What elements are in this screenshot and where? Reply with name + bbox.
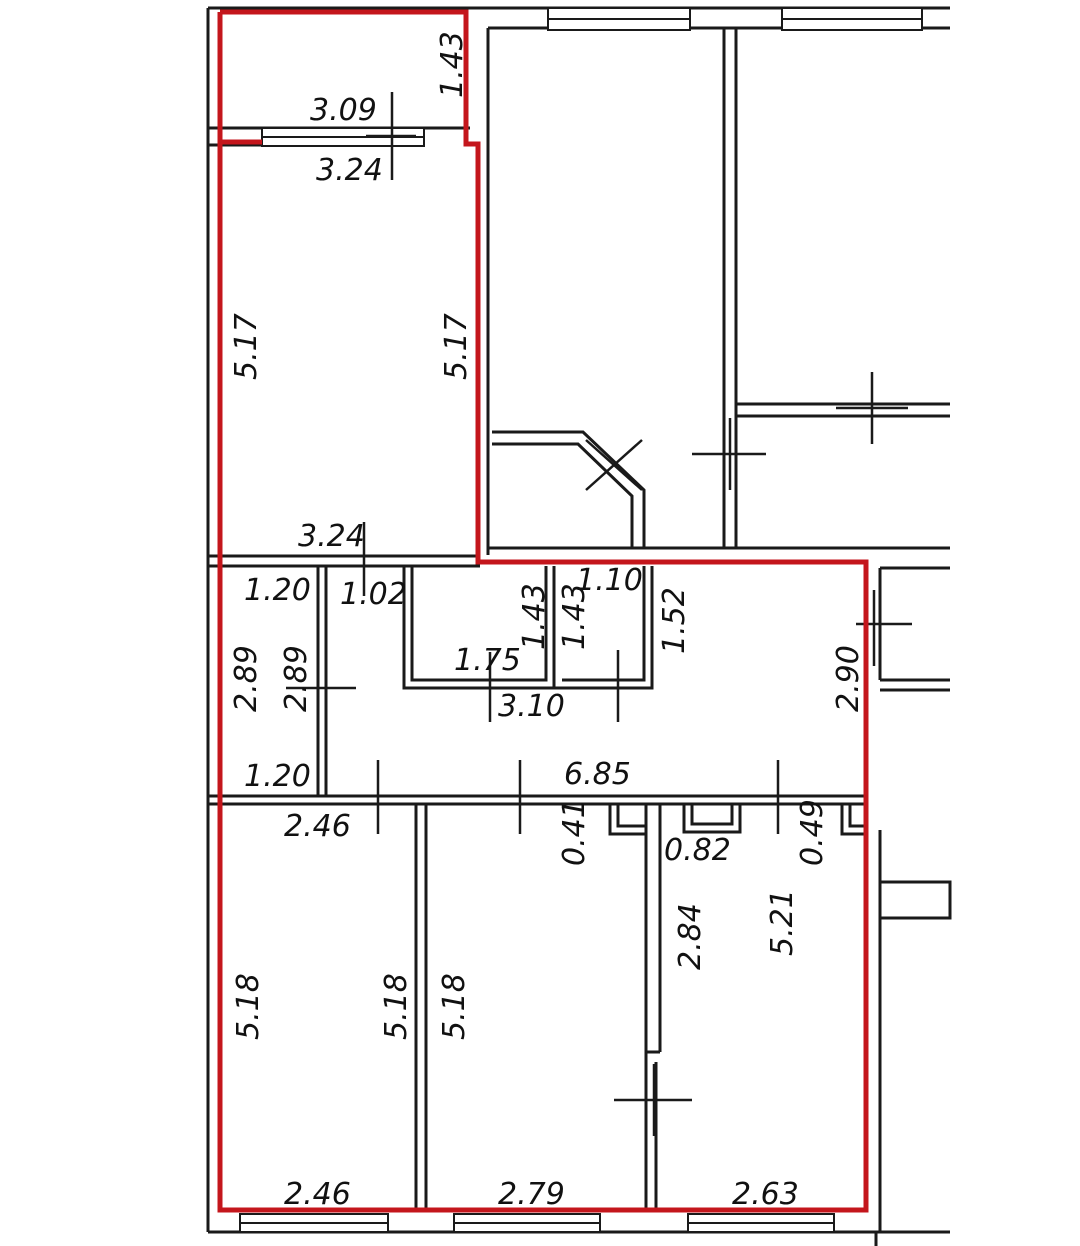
dim-room1-right-height: 5.17 — [439, 313, 474, 380]
dim-wc-top-width: 1.10 — [576, 563, 643, 598]
dim-balcony-width: 3.09 — [310, 93, 377, 128]
dim-bath-right-height: 1.43 — [517, 583, 552, 650]
dim-wc-bottom-width: 3.10 — [498, 689, 565, 724]
neighbor-walls — [486, 26, 952, 1232]
dim-room1-top-width: 3.24 — [316, 153, 383, 188]
balcony-window — [208, 126, 470, 147]
dim-room1-bottom-width: 3.24 — [298, 519, 365, 554]
dim-room2-left-height: 5.18 — [231, 973, 266, 1040]
dim-niche2-width: 0.82 — [664, 833, 731, 868]
dim-closet-right-height: 2.89 — [279, 645, 314, 712]
dim-bath-bottom-width: 1.75 — [454, 643, 521, 678]
dim-wc-right-height: 1.52 — [657, 587, 692, 654]
dim-hall-length: 6.85 — [564, 757, 631, 792]
dim-room2-right-height: 5.18 — [379, 973, 414, 1040]
dim-room3-left-height: 5.18 — [437, 973, 472, 1040]
window-top-2 — [781, 7, 923, 31]
dim-room3-bottom-width: 2.79 — [498, 1177, 565, 1212]
dim-room1-left-height: 5.17 — [229, 313, 264, 380]
dim-niche1-depth: 0.41 — [557, 799, 592, 866]
windows-bottom — [239, 1213, 878, 1246]
dim-room2-bottom-width: 2.46 — [284, 1177, 351, 1212]
dimension-labels: 3.09 1.43 3.24 5.17 5.17 3.24 1.20 2.89 … — [229, 31, 866, 1212]
dim-wc-left-height: 1.43 — [557, 583, 592, 650]
dim-niche3-depth: 0.49 — [795, 799, 830, 866]
window-top-1 — [547, 7, 691, 31]
dim-room4-height: 5.21 — [765, 889, 800, 956]
dim-closet-top-width: 1.20 — [244, 573, 311, 608]
dim-closet-bottom-width: 1.20 — [244, 759, 311, 794]
dim-bath-top-width: 1.02 — [340, 577, 407, 612]
dim-hall-right-height: 2.90 — [831, 645, 866, 712]
dim-partition-height: 2.84 — [673, 903, 708, 970]
dim-balcony-depth: 1.43 — [435, 31, 470, 98]
dim-room2-top-width: 2.46 — [284, 809, 351, 844]
dim-closet-left-height: 2.89 — [229, 645, 264, 712]
dim-room4-bottom-width: 2.63 — [732, 1177, 799, 1212]
apartment-outline — [217, 9, 869, 1213]
